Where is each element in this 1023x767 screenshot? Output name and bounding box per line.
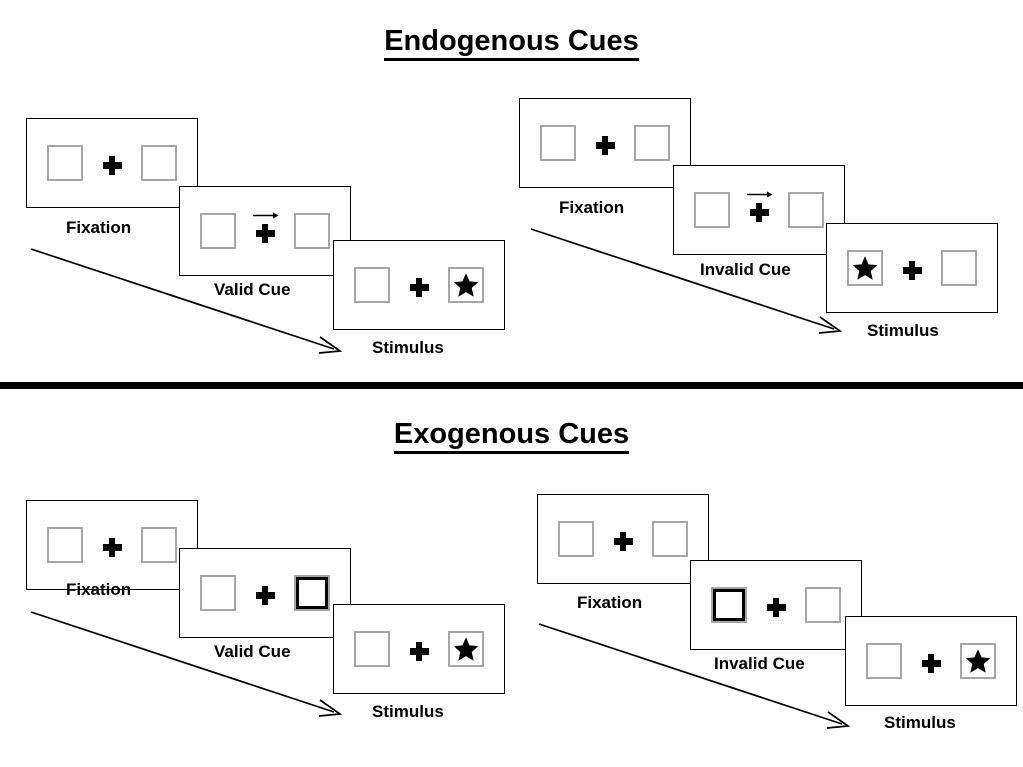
right-placeholder-box [805, 587, 841, 623]
panel-endogenous-valid-fixation [26, 118, 198, 208]
right-placeholder-box-with-target [960, 643, 996, 679]
panel-content [540, 123, 670, 163]
fixation-cross-icon [409, 642, 429, 661]
fixation-center [897, 248, 927, 288]
caption-endogenous-invalid-fixation: Fixation [559, 198, 625, 217]
caption-exogenous-valid-cue: Valid Cue [214, 642, 291, 661]
panel-content [866, 641, 996, 681]
panel-exogenous-valid-fixation [26, 500, 198, 590]
panel-endogenous-invalid-stimulus [826, 223, 998, 313]
fixation-center [608, 519, 638, 559]
star-target-icon [453, 637, 479, 661]
panel-exogenous-valid-stimulus [333, 604, 505, 694]
left-placeholder-box [47, 145, 83, 181]
panel-content [47, 143, 177, 183]
fixation-cross-icon [613, 532, 633, 551]
panel-exogenous-invalid-stimulus [845, 616, 1017, 706]
caption-exogenous-valid-fixation: Fixation [66, 580, 132, 599]
fixation-center [744, 190, 774, 230]
panel-content [354, 265, 484, 305]
right-placeholder-box [634, 125, 670, 161]
left-placeholder-box [558, 521, 594, 557]
right-placeholder-box [652, 521, 688, 557]
star-target-icon [852, 256, 878, 280]
right-placeholder-box-with-target [448, 267, 484, 303]
caption-endogenous-valid-stimulus: Stimulus [372, 338, 444, 357]
fixation-center [97, 525, 127, 565]
left-placeholder-box [47, 527, 83, 563]
panel-endogenous-invalid-cue [673, 165, 845, 255]
fixation-center [590, 123, 620, 163]
panel-exogenous-valid-cue [179, 548, 351, 638]
fixation-cross-icon [595, 136, 615, 155]
left-placeholder-box [354, 631, 390, 667]
arrow-right-cue-icon [253, 212, 279, 219]
fixation-cross-icon [102, 156, 122, 175]
right-placeholder-box [141, 527, 177, 563]
left-placeholder-box [866, 643, 902, 679]
left-placeholder-box [354, 267, 390, 303]
panel-content [354, 629, 484, 669]
left-placeholder-box [694, 192, 730, 228]
caption-endogenous-invalid-stimulus: Stimulus [867, 321, 939, 340]
fixation-cross-icon [409, 278, 429, 297]
section-title-endogenous: Endogenous Cues [0, 25, 1023, 61]
panel-endogenous-valid-stimulus [333, 240, 505, 330]
panel-exogenous-invalid-fixation [537, 494, 709, 584]
fixation-center [404, 265, 434, 305]
right-placeholder-box [294, 213, 330, 249]
star-target-icon [965, 649, 991, 673]
fixation-cross-icon [766, 598, 786, 617]
right-placeholder-box [788, 192, 824, 228]
panel-content [558, 519, 688, 559]
right-placeholder-box-with-target [448, 631, 484, 667]
left-placeholder-box-cued [711, 587, 747, 623]
left-placeholder-box [200, 575, 236, 611]
left-placeholder-box [540, 125, 576, 161]
fixation-cross-icon [749, 203, 769, 222]
caption-exogenous-valid-stimulus: Stimulus [372, 702, 444, 721]
right-placeholder-box-cued [294, 575, 330, 611]
left-placeholder-box-with-target [847, 250, 883, 286]
right-placeholder-box [941, 250, 977, 286]
panel-endogenous-valid-cue [179, 186, 351, 276]
panel-content [47, 525, 177, 565]
panel-content [694, 190, 824, 230]
fixation-cross-icon [902, 261, 922, 280]
fixation-center [250, 211, 280, 251]
fixation-cross-icon [921, 654, 941, 673]
right-placeholder-box [141, 145, 177, 181]
caption-endogenous-valid-cue: Valid Cue [214, 280, 291, 299]
panel-exogenous-invalid-cue [690, 560, 862, 650]
caption-endogenous-valid-fixation: Fixation [66, 218, 132, 237]
caption-exogenous-invalid-stimulus: Stimulus [884, 713, 956, 732]
star-target-icon [453, 273, 479, 297]
left-placeholder-box [200, 213, 236, 249]
fixation-center [404, 629, 434, 669]
fixation-cross-icon [255, 224, 275, 243]
fixation-center [761, 585, 791, 625]
panel-content [200, 573, 330, 613]
fixation-cross-icon [255, 586, 275, 605]
section-title-exogenous: Exogenous Cues [0, 418, 1023, 454]
caption-endogenous-invalid-cue: Invalid Cue [700, 260, 791, 279]
fixation-cross-icon [102, 538, 122, 557]
fixation-center [250, 573, 280, 613]
panel-endogenous-invalid-fixation [519, 98, 691, 188]
section-title-exogenous-text: Exogenous Cues [393, 418, 630, 454]
caption-exogenous-invalid-fixation: Fixation [577, 593, 643, 612]
fixation-center [97, 143, 127, 183]
caption-exogenous-invalid-cue: Invalid Cue [714, 654, 805, 673]
panel-content [711, 585, 841, 625]
section-title-endogenous-text: Endogenous Cues [384, 25, 639, 61]
arrow-right-cue-icon [747, 191, 773, 198]
section-divider [0, 382, 1023, 389]
panel-content [200, 211, 330, 251]
fixation-center [916, 641, 946, 681]
panel-content [847, 248, 977, 288]
